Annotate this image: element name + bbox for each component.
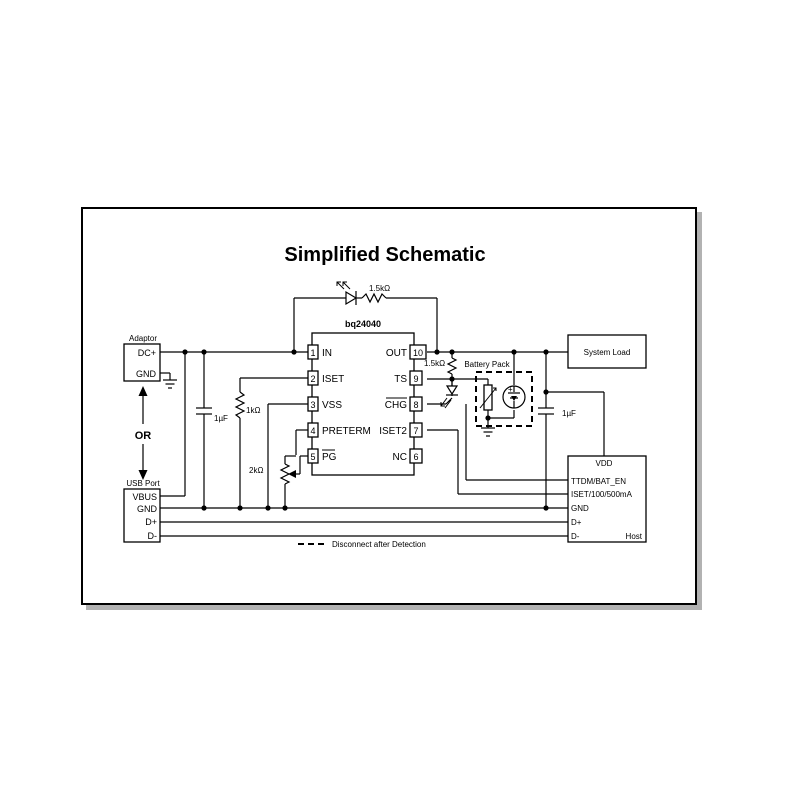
pin-iset2-label: ISET2: [379, 426, 407, 437]
thermistor-icon: [479, 384, 497, 411]
host-pin-gnd: GND: [571, 504, 589, 513]
ic-part-number: bq24040: [345, 319, 381, 329]
usb-label: USB Port: [126, 479, 160, 488]
host-pin-iset: ISET/100/500mA: [571, 490, 633, 499]
double-arrow-icon: [138, 386, 148, 480]
usb-pin-dplus: D+: [145, 517, 157, 527]
host-pin-ttdm: TTDM/BAT_EN: [571, 477, 626, 486]
usb-box: [123, 488, 161, 543]
pin-pg-label: PG: [322, 452, 337, 463]
pin-out-label: OUT: [386, 348, 407, 359]
pot-label: 2kΩ: [249, 466, 263, 475]
battery-pack-outline: [475, 371, 533, 427]
led-icon: [336, 281, 362, 306]
pin-ts-label: TS: [394, 374, 407, 385]
pin-9-number: 9: [413, 374, 418, 384]
output-cap-label: 1µF: [562, 409, 576, 418]
legend-text: Disconnect after Detection: [332, 540, 426, 549]
pin-iset-label: ISET: [322, 374, 344, 385]
system-load-label: System Load: [584, 348, 631, 357]
svg-text:+: +: [508, 385, 513, 394]
pin-chg-label: CHG: [385, 400, 407, 411]
input-cap-label: 1µF: [214, 414, 228, 423]
system-load-box: [567, 334, 647, 369]
pin-7-number: 7: [413, 426, 418, 436]
input-capacitor: [196, 407, 212, 415]
pin-6-number: 6: [413, 452, 418, 462]
pin-3-number: 3: [310, 400, 315, 410]
adaptor-pin-gnd: GND: [136, 369, 157, 379]
usb-pin-vbus: VBUS: [132, 492, 157, 502]
host-box: [567, 455, 647, 543]
host-pin-dplus: D+: [571, 518, 582, 527]
or-label: OR: [135, 430, 152, 442]
ts-resistor: [446, 357, 458, 375]
host-pin-dminus: D-: [571, 532, 580, 541]
battery-icon: +: [502, 385, 526, 409]
adaptor-box: [123, 343, 161, 382]
host-label: Host: [626, 532, 643, 541]
junction-dots: [182, 349, 549, 511]
iset-resistor: [234, 391, 246, 419]
ground-icon: [163, 379, 177, 389]
battery-ground-icon: [481, 427, 495, 437]
usb-pin-gnd: GND: [137, 504, 158, 514]
pin-10-number: 10: [413, 348, 423, 358]
led-resistor: [361, 292, 387, 304]
pin-8-number: 8: [413, 400, 418, 410]
diagram-title: Simplified Schematic: [284, 244, 485, 266]
adaptor-label: Adaptor: [129, 334, 157, 343]
battery-pack-label: Battery Pack: [464, 360, 510, 369]
usb-pin-dminus: D-: [148, 531, 158, 541]
pin-preterm-label: PRETERM: [322, 426, 371, 437]
adaptor-pin-dcplus: DC+: [138, 348, 156, 358]
pin-5-number: 5: [310, 452, 315, 462]
output-capacitor: [538, 407, 554, 415]
ic-left-pins: 1 2 3 4 5: [307, 344, 319, 464]
pin-1-number: 1: [310, 348, 315, 358]
pin-4-number: 4: [310, 426, 315, 436]
chg-led-icon: [440, 379, 459, 409]
ts-resistor-label: 1.5kΩ: [424, 359, 445, 368]
pin-nc-label: NC: [393, 452, 407, 463]
pin-in-label: IN: [322, 348, 332, 359]
pin-2-number: 2: [310, 374, 315, 384]
ic-bq24040: [311, 332, 415, 476]
iset-resistor-label: 1kΩ: [246, 406, 260, 415]
pin-vss-label: VSS: [322, 400, 342, 411]
led-resistor-label: 1.5kΩ: [369, 284, 390, 293]
ic-right-pins: 10 9 8 7 6: [409, 344, 427, 464]
host-pin-vdd: VDD: [596, 459, 613, 468]
